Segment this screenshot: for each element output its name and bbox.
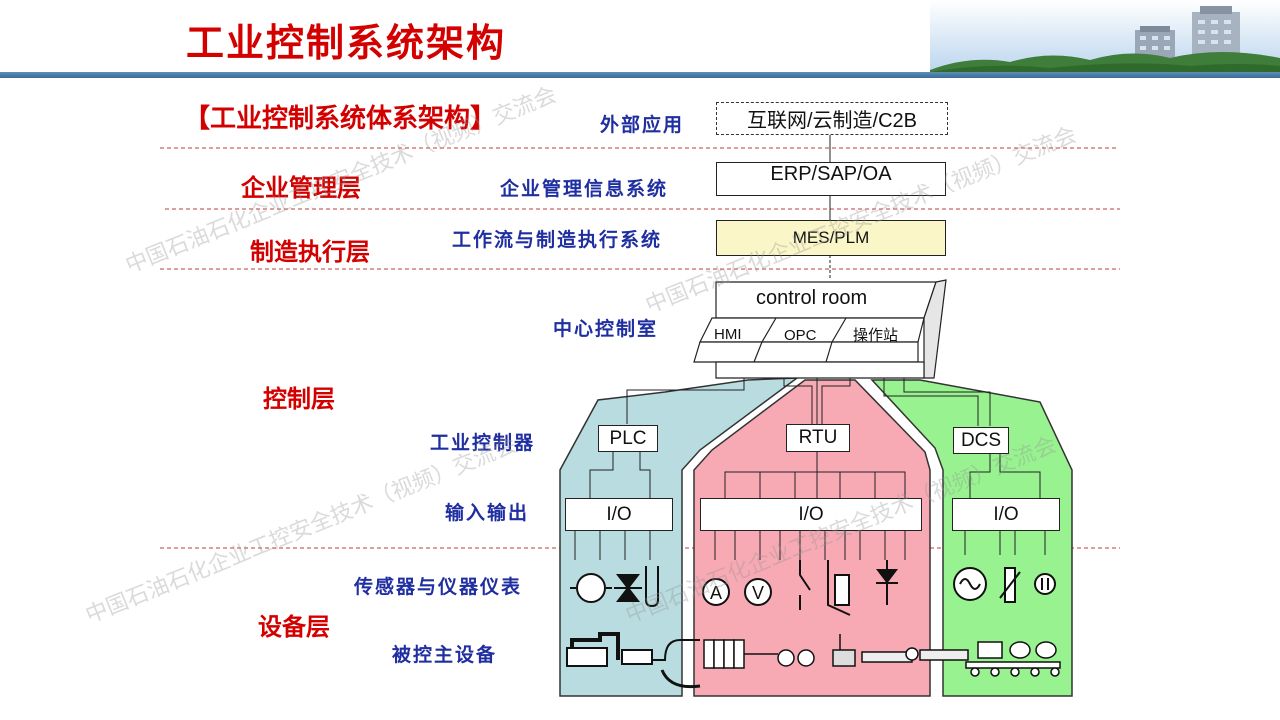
rtu-box: RTU [786,424,850,452]
label-workflow: 工作流与制造执行系统 [452,229,663,251]
header-bar [0,72,1280,78]
label-central-control: 中心控制室 [553,318,659,340]
operator-station-label: 操作站 [853,326,899,344]
rtu-zone [693,379,931,697]
external-app-box: 互联网/云制造/C2B [716,102,948,135]
opc-label: OPC [784,327,817,344]
layer-manufacturing: 制造执行层 [250,238,370,266]
io-box-plc: I/O [565,498,673,531]
io-box-rtu: I/O [700,498,922,531]
label-io: 输入输出 [445,502,530,524]
label-external-app: 外部应用 [600,114,685,136]
control-room-block [693,279,947,379]
label-controller: 工业控制器 [430,432,536,454]
plc-box: PLC [598,425,658,452]
dcs-equipment [919,641,1061,677]
rtu-sensors [702,560,898,616]
layer-enterprise: 企业管理层 [241,174,361,202]
label-enterprise-info: 企业管理信息系统 [500,178,669,200]
hmi-label: HMI [714,326,742,343]
label-sensors: 传感器与仪器仪表 [354,576,523,598]
dcs-zone [870,379,1073,697]
voltmeter-label: V [752,583,764,603]
dcs-sensors [953,567,1056,603]
plc-equipment [566,632,701,689]
controller-links [626,378,991,426]
plc-sensors [570,566,659,608]
header-buildings-image [930,0,1280,72]
layer-device: 设备层 [258,613,330,641]
dcs-box: DCS [953,427,1009,454]
rtu-equipment [703,634,919,669]
plc-zone [559,377,800,697]
io-box-dcs: I/O [952,498,1060,531]
mes-box: MES/PLM [716,220,946,256]
label-equipment: 被控主设备 [392,644,498,666]
ammeter-label: A [710,583,722,603]
control-room-label: control room [756,287,868,309]
layer-control: 控制层 [263,385,335,413]
page-title: 工业控制系统架构 [186,21,507,65]
erp-box: ERP/SAP/OA [716,162,946,196]
section-subtitle: 【工业控制系统体系架构】 [184,104,497,134]
